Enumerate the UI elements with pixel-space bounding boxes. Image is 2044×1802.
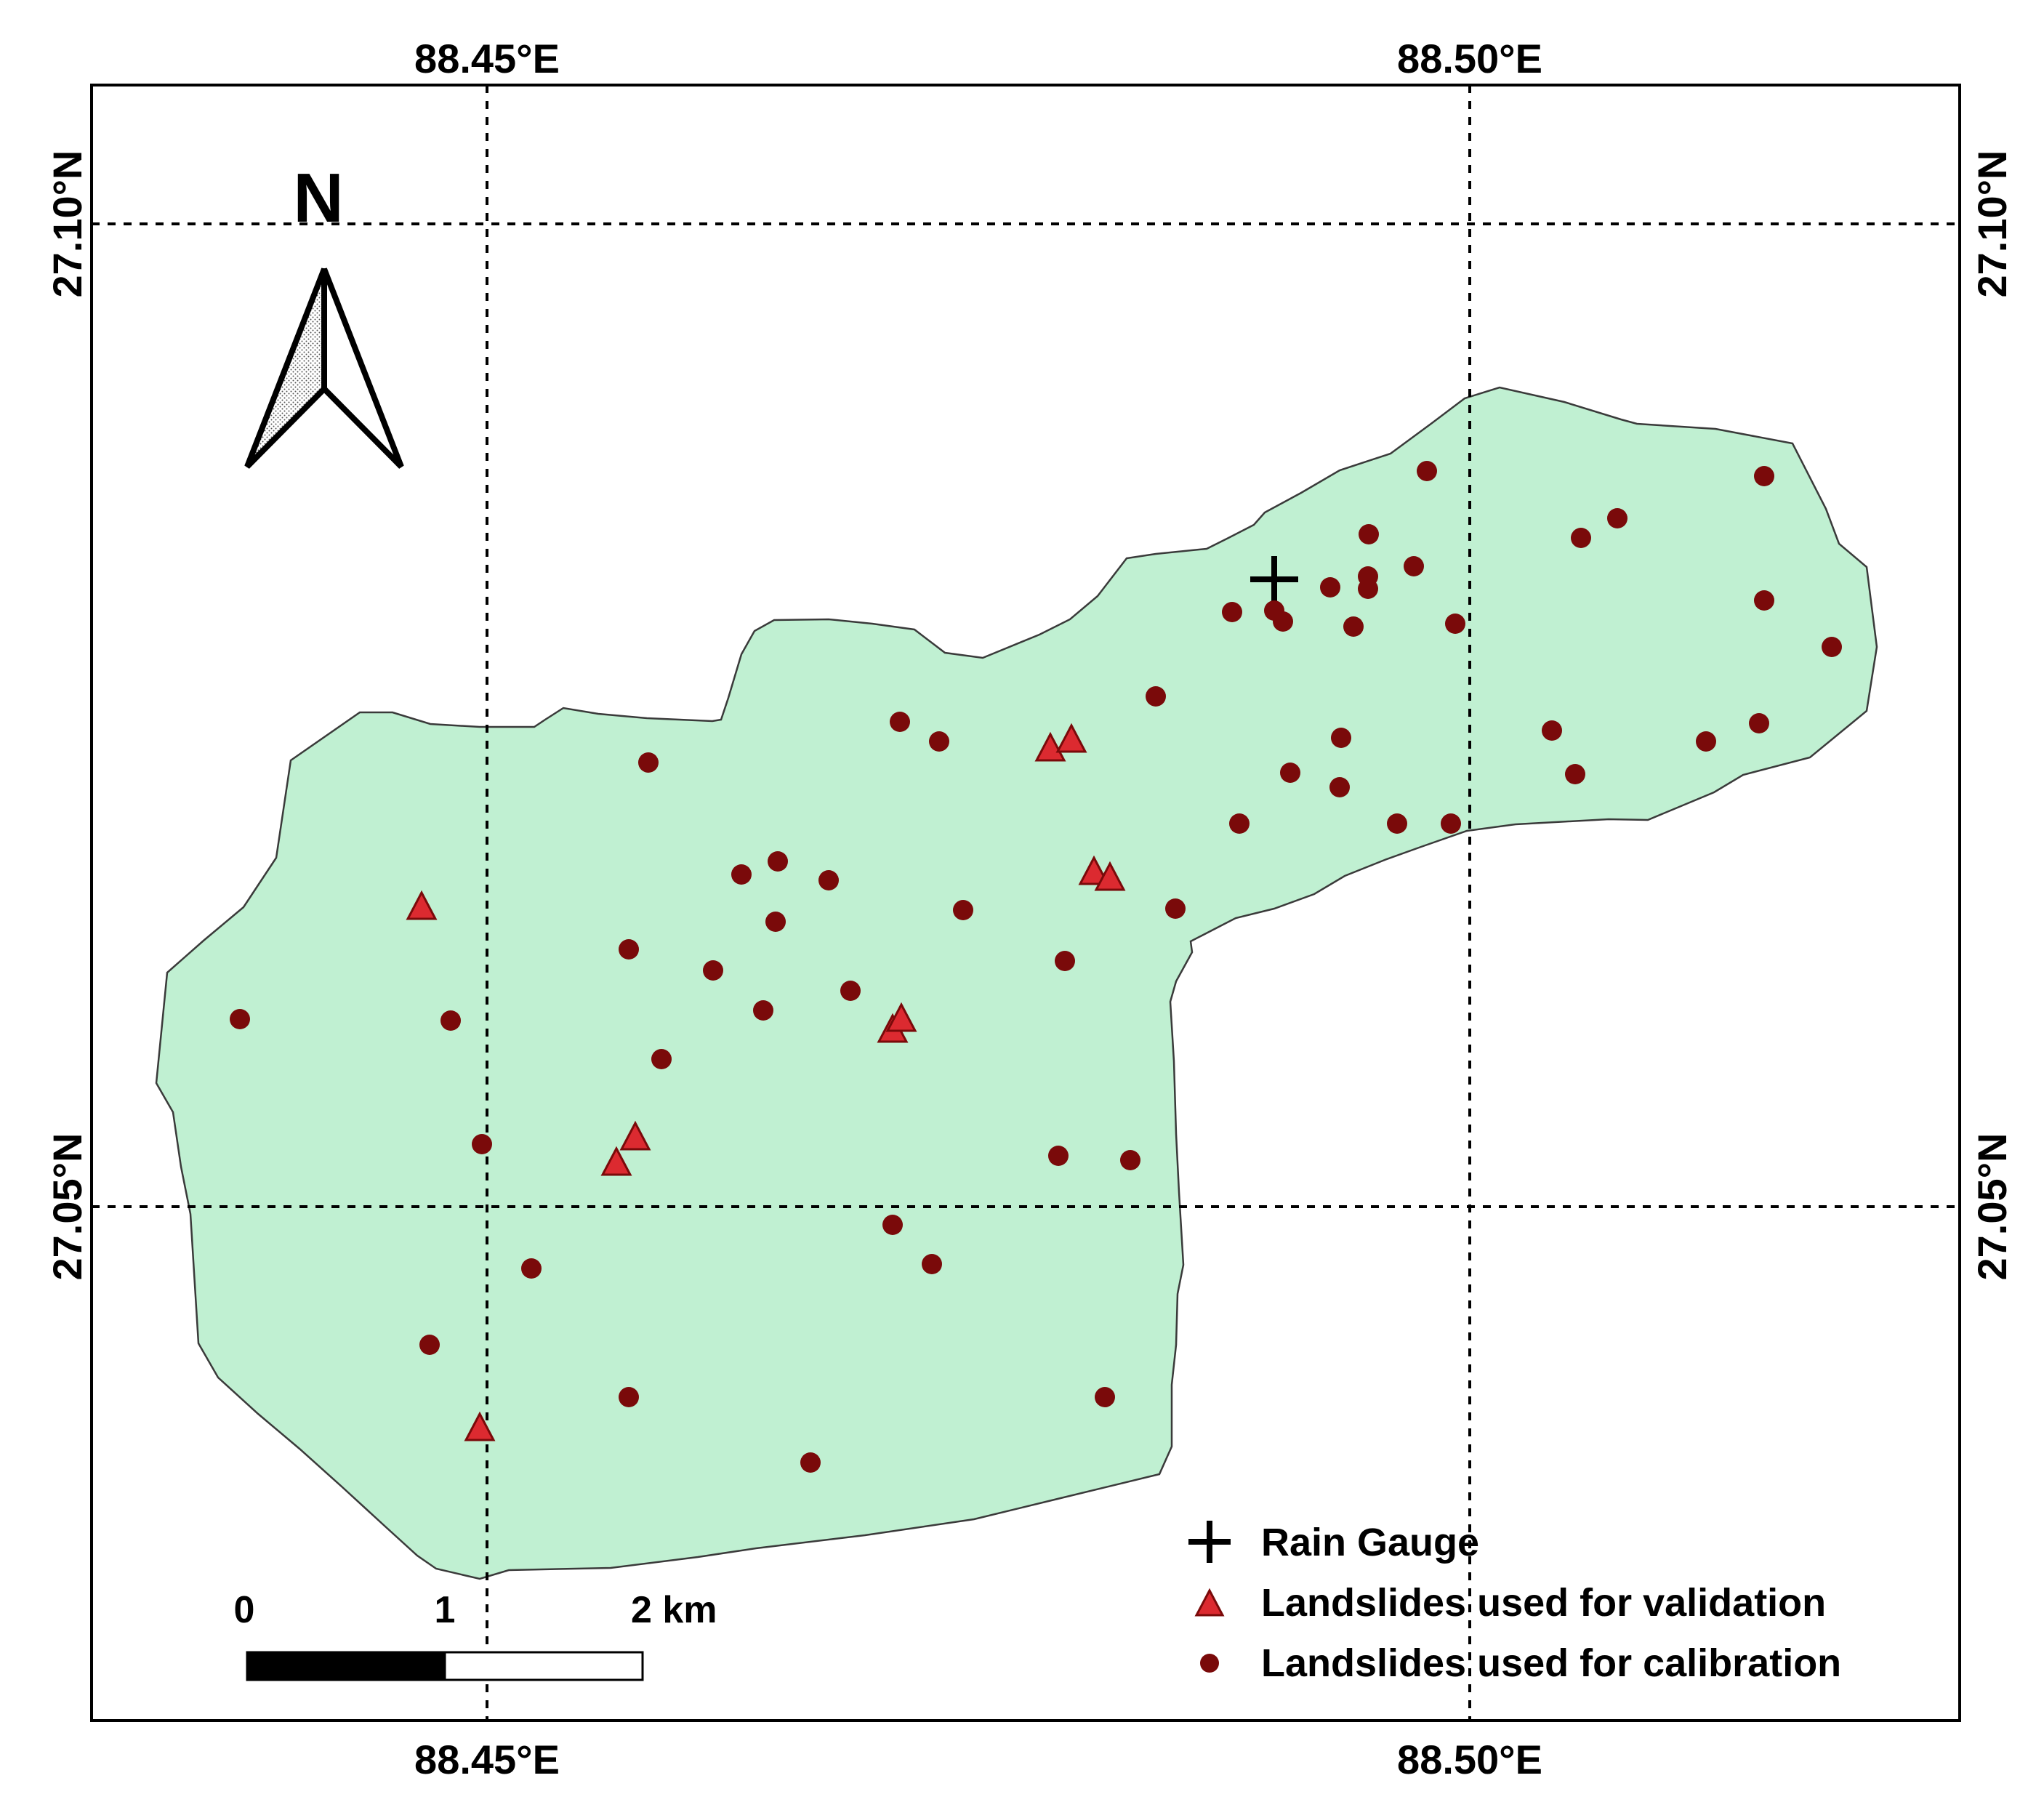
calibration-landslide-point <box>953 900 973 920</box>
calibration-landslide-point <box>619 939 639 960</box>
calibration-landslide-point <box>765 912 786 932</box>
rain-gauge-icon <box>1188 1521 1231 1563</box>
scale-bar-black-segment <box>246 1651 446 1681</box>
validation-landslide-point <box>619 1120 651 1151</box>
calibration-landslide-point <box>1387 813 1407 834</box>
lon-label-top-left: 88.45°E <box>414 36 560 81</box>
study-area-basin <box>155 386 1878 1580</box>
calibration-landslide-point <box>1146 686 1166 707</box>
calibration-landslide-point <box>753 1000 773 1021</box>
calibration-landslide-point <box>882 1215 903 1235</box>
calibration-landslide-point <box>651 1049 672 1069</box>
rain-gauge-marker <box>1250 556 1298 603</box>
legend-rain-gauge-label: Rain Gauge <box>1261 1521 1479 1564</box>
triangle-icon <box>1194 1588 1225 1617</box>
calibration-landslide-point <box>800 1452 821 1473</box>
validation-landslide-point <box>1034 731 1066 762</box>
lon-label-bottom-left: 88.45°E <box>414 1737 560 1782</box>
legend: Rain Gauge Landslides used for validatio… <box>1188 1521 1841 1685</box>
calibration-landslide-point <box>1754 466 1774 486</box>
scale-label-1: 1 <box>435 1589 456 1631</box>
scale-bar-white-segment <box>443 1651 644 1681</box>
validation-landslide-point <box>600 1146 632 1176</box>
calibration-landslide-point <box>1273 611 1293 632</box>
calibration-landslide-point <box>768 851 788 872</box>
calibration-landslides <box>230 461 1842 1473</box>
validation-landslide-point <box>406 890 438 920</box>
calibration-landslide-point <box>840 981 861 1001</box>
calibration-landslide-point <box>1542 720 1562 741</box>
legend-calibration-label: Landslides used for calibration <box>1261 1641 1841 1685</box>
lat-label-left-top: 27.10°N <box>44 150 90 298</box>
validation-landslide-point <box>1078 855 1110 885</box>
calibration-landslide-point <box>472 1134 492 1154</box>
validation-landslides <box>406 723 1126 1441</box>
lat-label-left-bottom: 27.05°N <box>44 1133 90 1281</box>
calibration-landslide-point <box>922 1254 942 1274</box>
calibration-landslide-point <box>1165 898 1186 919</box>
lon-label-top-right: 88.50°E <box>1397 36 1542 81</box>
north-label: N <box>293 159 343 237</box>
calibration-landslide-point <box>1607 508 1627 528</box>
calibration-landslide-point <box>1048 1146 1069 1166</box>
calibration-landslide-point <box>1055 951 1075 971</box>
scale-bar: 0 1 2 km <box>234 1589 717 1681</box>
calibration-landslide-point <box>703 960 723 981</box>
validation-landslide-point <box>464 1411 496 1441</box>
legend-validation-label: Landslides used for validation <box>1261 1581 1826 1625</box>
calibration-landslide-point <box>419 1335 440 1355</box>
calibration-landslide-point <box>1343 616 1364 637</box>
lat-label-right-top: 27.10°N <box>1969 150 2015 298</box>
calibration-landslide-point <box>1359 524 1379 544</box>
calibration-landslide-point <box>1445 614 1465 634</box>
calibration-landslide-point <box>731 864 752 885</box>
north-arrow-icon: N <box>244 159 404 469</box>
calibration-landslide-point <box>230 1009 250 1029</box>
calibration-landslide-point <box>1229 813 1250 834</box>
calibration-landslide-point <box>619 1387 639 1407</box>
calibration-landslide-point <box>818 870 839 890</box>
calibration-landslide-point <box>1696 731 1716 752</box>
calibration-landslide-point <box>1749 713 1769 733</box>
calibration-landslide-point <box>1754 590 1774 611</box>
lon-label-bottom-right: 88.50°E <box>1397 1737 1542 1782</box>
calibration-landslide-point <box>440 1010 461 1031</box>
calibration-landslide-point <box>929 731 949 752</box>
calibration-landslide-point <box>1331 728 1351 748</box>
calibration-landslide-point <box>521 1258 542 1279</box>
calibration-landslide-point <box>1358 579 1378 599</box>
calibration-landslide-point <box>890 712 910 732</box>
calibration-landslide-point <box>1565 764 1585 784</box>
validation-landslide-point <box>1055 723 1087 753</box>
validation-landslide-point <box>1094 861 1126 891</box>
calibration-landslide-point <box>1571 528 1591 548</box>
calibration-landslide-point <box>1822 637 1842 657</box>
calibration-landslide-point <box>1417 461 1437 481</box>
validation-landslide-point <box>885 1002 917 1032</box>
calibration-landslide-point <box>1329 777 1350 797</box>
calibration-landslide-point <box>1280 763 1300 783</box>
calibration-landslide-point <box>1222 602 1242 622</box>
scale-label-0: 0 <box>234 1589 255 1631</box>
calibration-landslide-point <box>1120 1150 1140 1170</box>
scale-label-2km: 2 km <box>631 1589 717 1631</box>
calibration-landslide-point <box>1441 813 1461 834</box>
calibration-landslide-point <box>1095 1387 1115 1407</box>
graticule <box>92 85 1960 1721</box>
calibration-landslide-point <box>1320 577 1340 598</box>
lat-label-right-bottom: 27.05°N <box>1969 1133 2015 1281</box>
circle-icon <box>1200 1654 1219 1673</box>
calibration-landslide-point <box>1404 556 1424 576</box>
calibration-landslide-point <box>638 752 659 773</box>
